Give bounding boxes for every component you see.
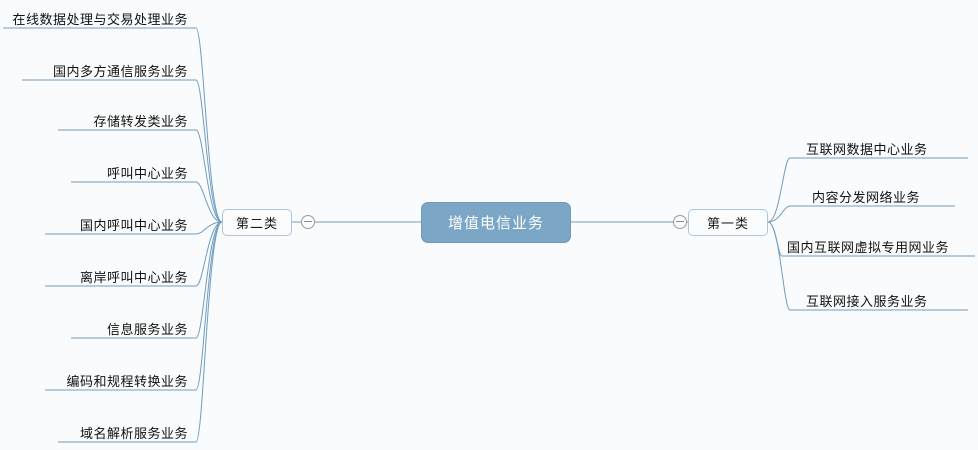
leaf-node-label: 呼叫中心业务 (106, 166, 188, 181)
leaf-node-label: 互联网数据中心业务 (806, 142, 928, 157)
leaf-node-category-2-7[interactable]: 编码和规程转换业务 (50, 368, 188, 390)
branch-curve-category-2-2 (195, 129, 223, 223)
leaf-node-label: 在线数据处理与交易处理业务 (12, 12, 188, 27)
branch-curve-category-2-8 (195, 221, 223, 443)
branch-node-label: 第二类 (235, 216, 278, 231)
branch-node-label: 第一类 (706, 216, 749, 231)
leaf-node-category-2-2[interactable]: 存储转发类业务 (70, 108, 188, 130)
branch-curve-category-2-4 (195, 221, 223, 235)
leaf-node-category-1-3[interactable]: 互联网接入服务业务 (806, 288, 968, 310)
branch-node-category-2[interactable]: 第二类 (222, 209, 292, 236)
leaf-node-category-2-0[interactable]: 在线数据处理与交易处理业务 (8, 6, 188, 28)
branch-curve-category-2-0 (195, 27, 223, 223)
leaf-node-category-2-8[interactable]: 域名解析服务业务 (62, 420, 188, 442)
leaf-node-category-1-0[interactable]: 互联网数据中心业务 (806, 136, 968, 158)
leaf-node-label: 国内多方通信服务业务 (52, 64, 188, 79)
branch-curve-category-1-3 (767, 221, 791, 311)
root-node-label: 增值电信业务 (447, 215, 544, 232)
branch-curve-category-2-6 (195, 221, 223, 339)
leaf-node-label: 离岸呼叫中心业务 (79, 270, 188, 285)
leaf-node-label: 国内呼叫中心业务 (79, 218, 188, 233)
leaf-node-category-2-1[interactable]: 国内多方通信服务业务 (33, 58, 188, 80)
branch-curve-category-1-1 (767, 205, 791, 223)
leaf-node-category-2-5[interactable]: 离岸呼叫中心业务 (57, 264, 188, 286)
leaf-node-label: 域名解析服务业务 (79, 426, 188, 441)
leaf-node-category-2-4[interactable]: 国内呼叫中心业务 (57, 212, 188, 234)
leaf-node-label: 互联网接入服务业务 (806, 294, 928, 309)
branch-curve-category-2-5 (195, 221, 223, 287)
root-node-value-added-telecom[interactable]: 增值电信业务 (421, 202, 571, 243)
leaf-node-category-2-3[interactable]: 呼叫中心业务 (83, 160, 188, 182)
branch-curve-category-2-7 (195, 221, 223, 391)
leaf-node-category-1-2[interactable]: 国内互联网虚拟专用网业务 (787, 234, 975, 256)
branch-curve-category-1-0 (767, 157, 791, 223)
branch-node-category-1[interactable]: 第一类 (688, 209, 768, 236)
collapse-toggle-left[interactable] (301, 215, 315, 229)
branch-curve-category-2-3 (195, 181, 223, 223)
branch-curve-category-2-1 (195, 79, 223, 223)
leaf-node-label: 内容分发网络业务 (812, 190, 921, 205)
leaf-node-label: 国内互联网虚拟专用网业务 (787, 240, 950, 255)
branch-curve-category-1-2 (767, 221, 783, 257)
leaf-node-category-1-1[interactable]: 内容分发网络业务 (812, 184, 955, 206)
leaf-node-category-2-6[interactable]: 信息服务业务 (83, 316, 188, 338)
collapse-toggle-right[interactable] (673, 215, 687, 229)
leaf-node-label: 信息服务业务 (106, 322, 188, 337)
leaf-node-label: 存储转发类业务 (93, 114, 188, 129)
leaf-node-label: 编码和规程转换业务 (66, 374, 188, 389)
